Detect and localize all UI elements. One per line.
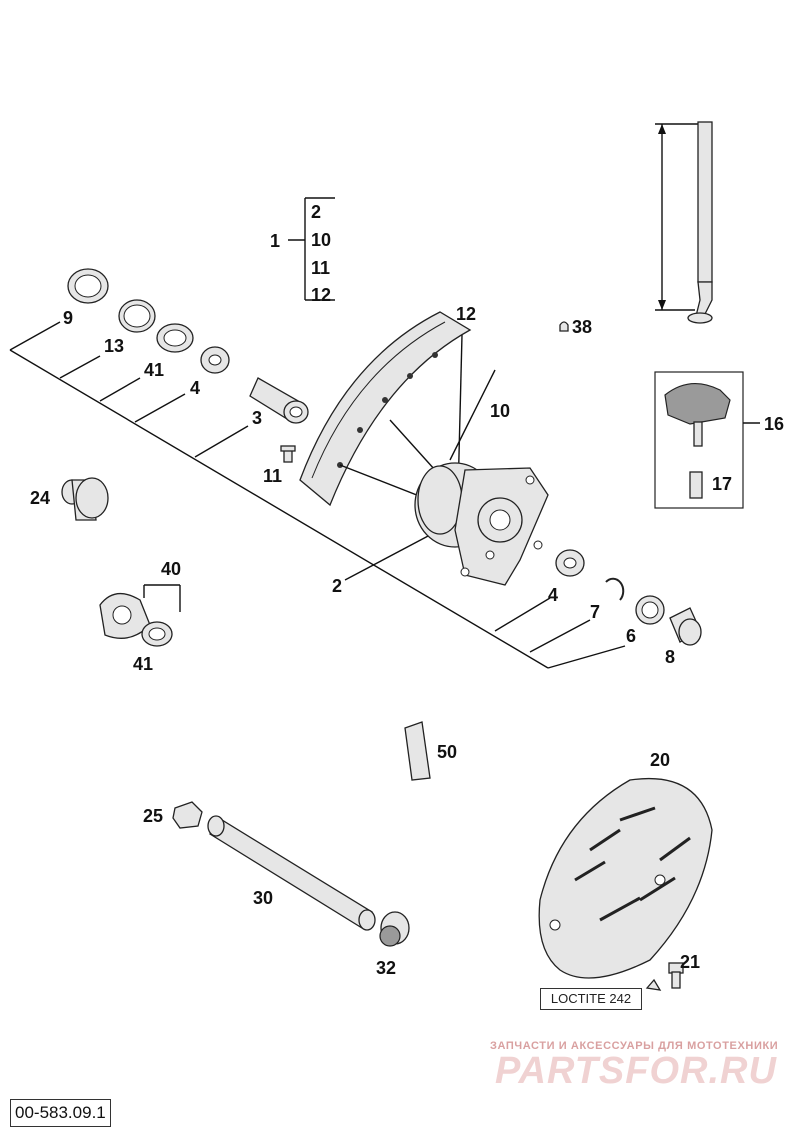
- label-25: 25: [143, 806, 163, 826]
- label-20: 20: [650, 750, 670, 770]
- speedo-drive-40: [99, 584, 181, 647]
- label-32: 32: [376, 958, 396, 978]
- label-50: 50: [437, 742, 457, 762]
- grease-50: [404, 721, 431, 781]
- watermark-caption: ЗАПЧАСТИ И АКСЕССУАРЫ ДЛЯ МОТОТЕХНИКИ: [490, 1040, 779, 1052]
- label-41b: 41: [133, 654, 153, 674]
- label-1: 1: [270, 231, 280, 251]
- label-40: 40: [161, 559, 181, 579]
- leader-lines-upper: [9, 321, 626, 669]
- label-38: 38: [572, 317, 592, 337]
- label-11: 11: [263, 466, 282, 486]
- nut-25: [172, 801, 203, 829]
- axle-nut-32: [379, 911, 410, 947]
- rim-12: [299, 311, 472, 507]
- label-group-12: 12: [311, 285, 331, 305]
- label-3: 3: [252, 408, 262, 428]
- label-10: 10: [490, 401, 510, 421]
- watermark-logo: PARTSFOR.RU: [495, 1050, 777, 1092]
- screw-21: [645, 962, 684, 991]
- diagram-reference: 00-583.09.1: [10, 1099, 111, 1127]
- label-12: 12: [456, 304, 476, 324]
- label-2: 2: [332, 576, 342, 596]
- loctite-note: LOCTITE 242: [540, 988, 642, 1010]
- bushing-24: [61, 477, 109, 521]
- hub-2: [414, 462, 549, 586]
- circlip-7: [605, 577, 625, 601]
- label-41: 41: [144, 360, 164, 380]
- label-7: 7: [590, 602, 600, 622]
- label-16: 16: [764, 414, 784, 434]
- brake-disc-20: [538, 778, 713, 979]
- label-13: 13: [104, 336, 124, 356]
- valve-stem: [655, 121, 713, 324]
- label-9: 9: [63, 308, 73, 328]
- valve-cap-38: [559, 321, 569, 332]
- group-bracket: [288, 197, 335, 301]
- nipple-11: [280, 445, 296, 463]
- spacer-sleeve-3: [249, 377, 309, 424]
- axle-30: [207, 815, 376, 931]
- label-21: 21: [680, 952, 700, 972]
- label-6: 6: [626, 626, 636, 646]
- spacer-8: [669, 607, 702, 646]
- label-8: 8: [665, 647, 675, 667]
- label-24: 24: [30, 488, 50, 508]
- rim-lock-box: [654, 371, 760, 509]
- label-group-10: 10: [311, 230, 331, 250]
- label-group-2: 2: [311, 202, 321, 222]
- label-30: 30: [253, 888, 273, 908]
- label-4: 4: [190, 378, 200, 398]
- label-17: 17: [712, 474, 732, 494]
- label-4b: 4: [548, 585, 558, 605]
- label-group-11: 11: [311, 258, 330, 278]
